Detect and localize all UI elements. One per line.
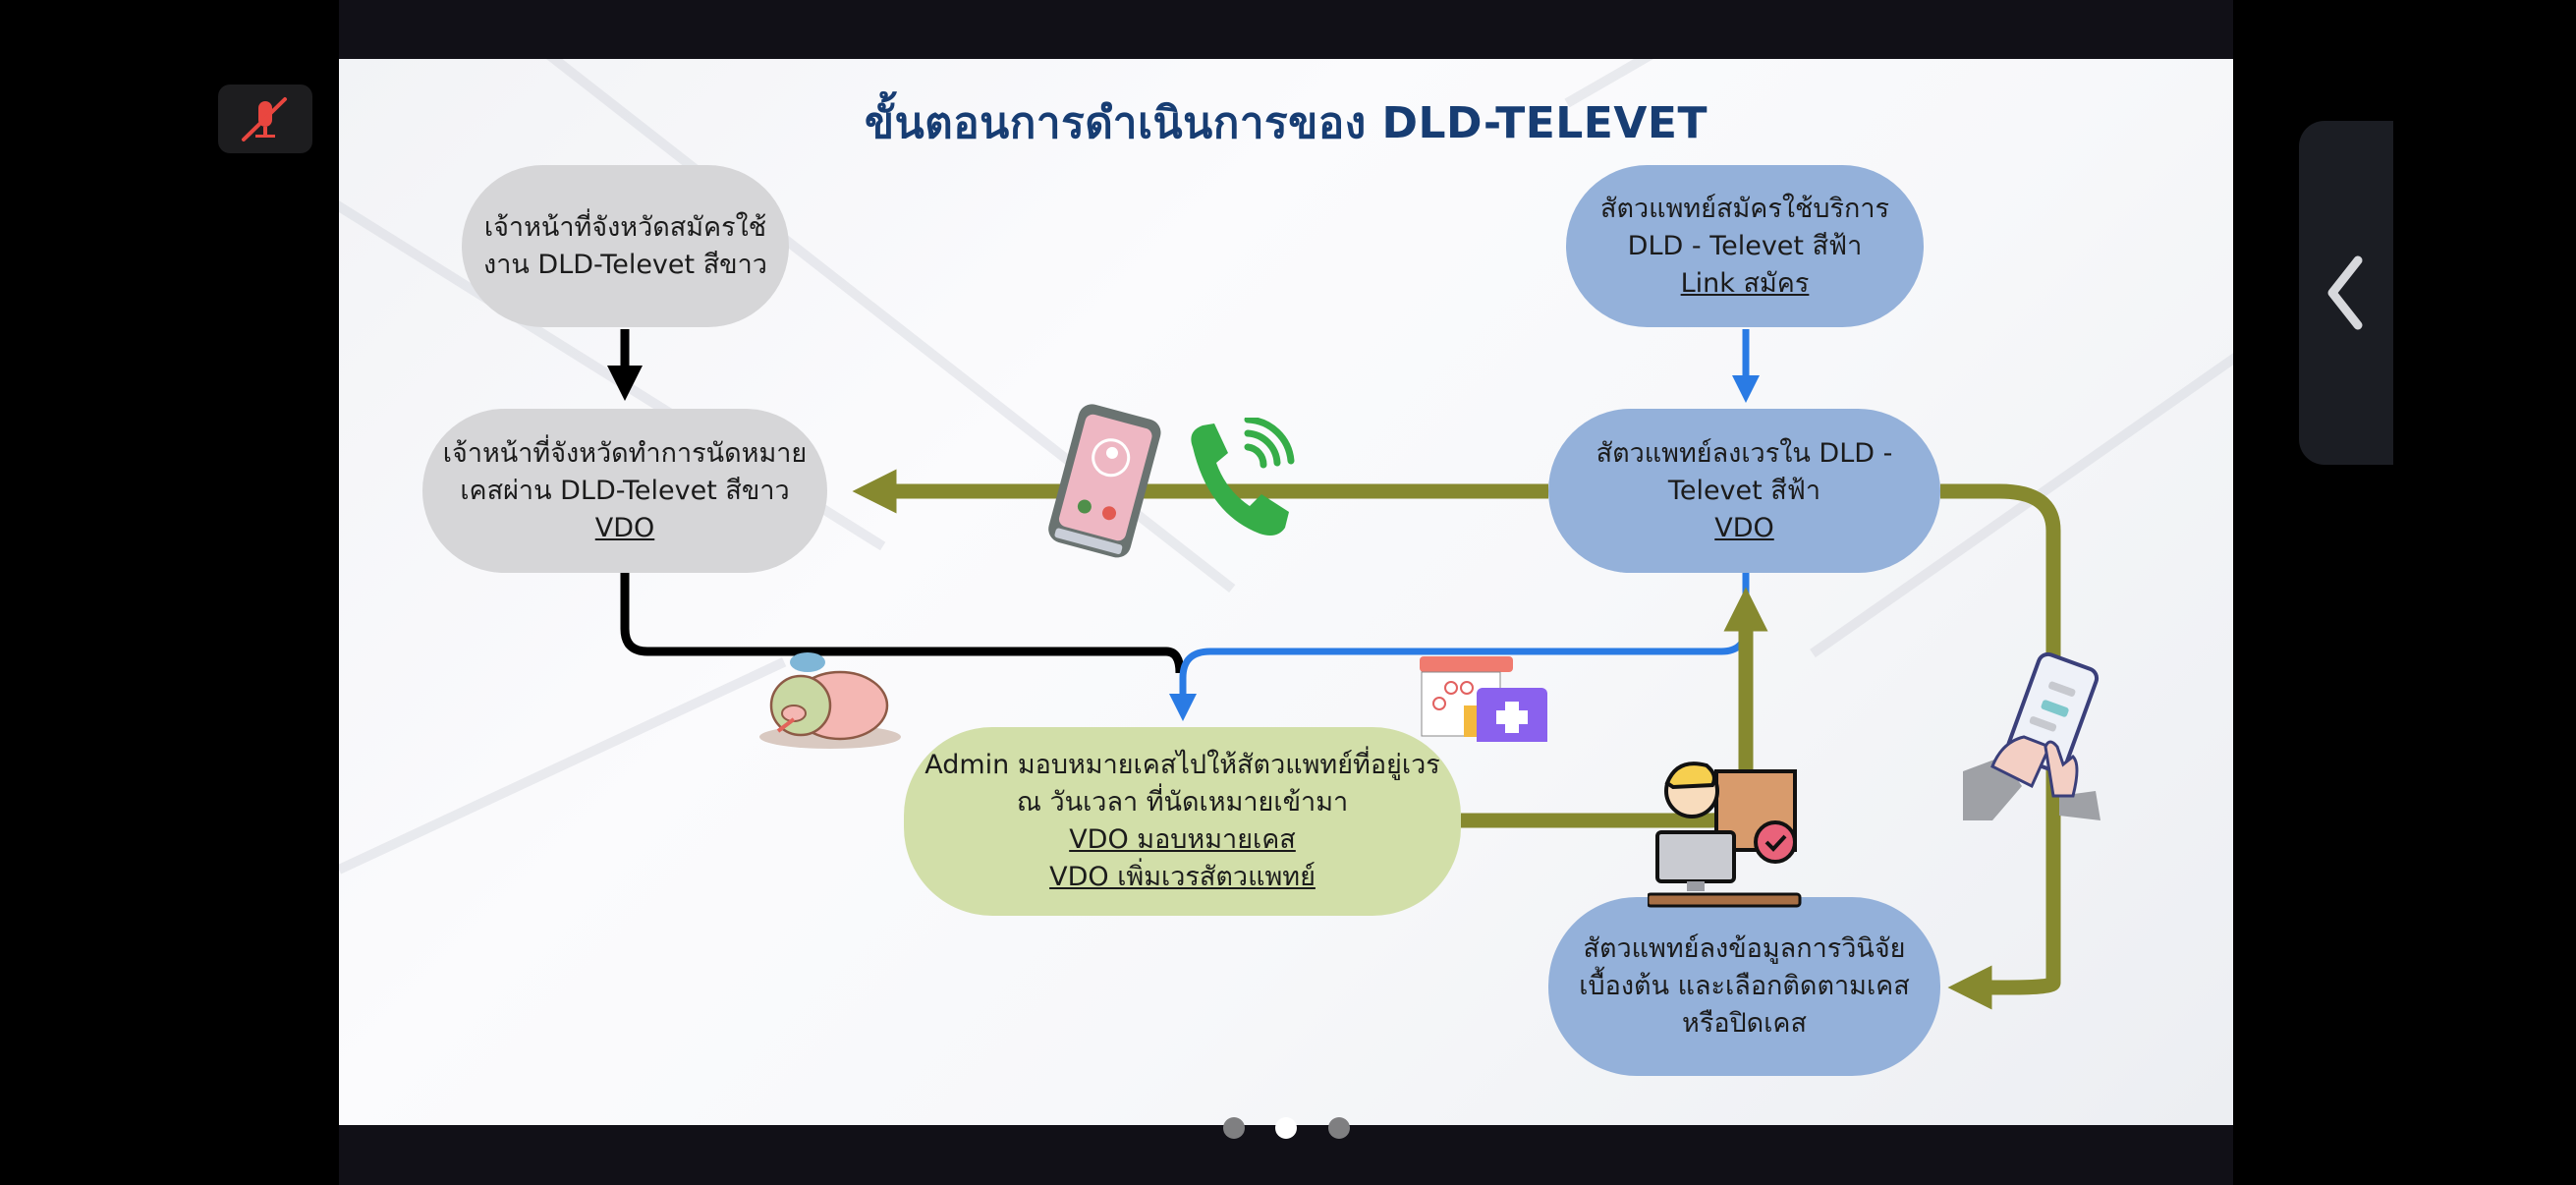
admin-computer-icon bbox=[1648, 762, 1802, 908]
arrow-shift-to-diagnosis bbox=[1940, 483, 2061, 1010]
register-link[interactable]: Link สมัคร bbox=[1680, 267, 1810, 299]
step-text: เบื้องต้น และเลือกติดตามเคส bbox=[1579, 971, 1910, 1001]
step-text: หรือปิดเคส bbox=[1682, 1008, 1807, 1039]
step-text: สัตวแพทย์ลงข้อมูลการวินิจัย bbox=[1583, 933, 1906, 964]
step-text: ณ วันเวลา ที่นัดเหมายเข้ามา bbox=[1016, 787, 1349, 818]
mic-muted-button[interactable] bbox=[218, 85, 312, 153]
step-text: เคสผ่าน DLD-Televet สีขาว bbox=[460, 475, 790, 506]
vdo-assign-case-link[interactable]: VDO มอบหมายเคส bbox=[1069, 824, 1296, 855]
calendar-medical-icon bbox=[1420, 656, 1547, 742]
slide-pagination bbox=[1223, 1117, 1356, 1141]
arrow-appointment-to-admin bbox=[620, 573, 1185, 674]
hands-smartphone-chat-icon bbox=[1963, 651, 2100, 820]
step-text: Admin มอบหมายเคสไปให้สัตวแพทย์ที่อยู่เวร bbox=[924, 750, 1440, 780]
step-text: Televet สีฟ้า bbox=[1667, 475, 1821, 506]
step-text: สัตวแพทย์ลงเวรใน DLD - bbox=[1596, 437, 1893, 469]
step-admin-assign: Admin มอบหมายเคสไปให้สัตวแพทย์ที่อยู่เวร… bbox=[904, 727, 1461, 916]
step-text: DLD - Televet สีฟ้า bbox=[1627, 230, 1863, 261]
step-province-register: เจ้าหน้าที่จังหวัดสมัครใช้ งาน DLD-Telev… bbox=[462, 165, 789, 327]
mic-muted-icon bbox=[242, 97, 287, 141]
vdo-add-vet-shift-link[interactable]: VDO เพิ่มเวรสัตวแพทย์ bbox=[1049, 862, 1316, 892]
step-vet-register: สัตวแพทย์สมัครใช้บริการ DLD - Televet สี… bbox=[1566, 165, 1924, 327]
step-vet-shift: สัตวแพทย์ลงเวรใน DLD - Televet สีฟ้า VDO bbox=[1548, 409, 1940, 573]
page-dot-3[interactable] bbox=[1328, 1117, 1350, 1139]
step-text: งาน DLD-Televet สีขาว bbox=[483, 249, 767, 280]
step-text: เจ้าหน้าที่จังหวัดทำการนัดหมาย bbox=[442, 437, 808, 469]
step-text: เจ้าหน้าที่จังหวัดสมัครใช้ bbox=[483, 211, 767, 243]
step-text: สัตวแพทย์สมัครใช้บริการ bbox=[1600, 193, 1889, 224]
vdo-link[interactable]: VDO bbox=[1714, 512, 1774, 543]
slide: ขั้นตอนการดำเนินการของ DLD-TELEVET bbox=[339, 59, 2233, 1125]
phone-call-icon bbox=[1048, 404, 1161, 558]
step-province-appointment: เจ้าหน้าที่จังหวัดทำการนัดหมาย เคสผ่าน D… bbox=[422, 409, 827, 573]
chevron-left-icon bbox=[2327, 255, 2363, 330]
green-phone-handset-icon bbox=[1191, 418, 1295, 536]
vdo-link[interactable]: VDO bbox=[594, 512, 655, 543]
page-dot-2-active[interactable] bbox=[1275, 1117, 1297, 1139]
page-dot-1[interactable] bbox=[1223, 1117, 1245, 1139]
slide-title: ขั้นตอนการดำเนินการของ DLD-TELEVET bbox=[865, 98, 1708, 148]
step-vet-diagnosis: สัตวแพทย์ลงข้อมูลการวินิจัย เบื้องต้น แล… bbox=[1548, 897, 1940, 1076]
side-panel-toggle[interactable] bbox=[2299, 121, 2393, 465]
sick-pig-icon bbox=[759, 652, 901, 749]
